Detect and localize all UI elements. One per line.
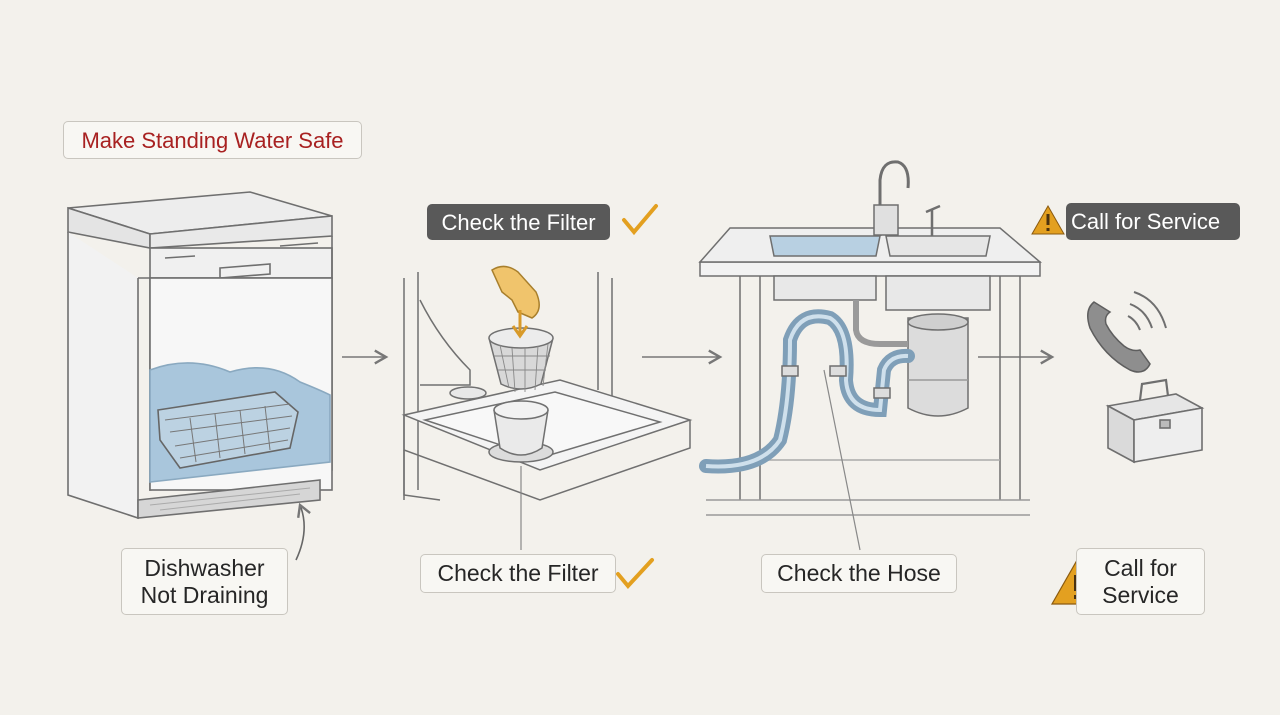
filter-illustration xyxy=(401,265,693,550)
checkmark-icon xyxy=(616,558,654,590)
check-hose-label: Check the Hose xyxy=(761,554,957,593)
label-line: Call for xyxy=(1104,554,1177,581)
service-header-badge: Call for Service xyxy=(1066,203,1240,240)
check-filter-label: Check the Filter xyxy=(420,554,616,593)
sink-hose-illustration xyxy=(698,160,1043,551)
phone-icon xyxy=(1087,291,1167,373)
checkmark-icon xyxy=(622,204,658,236)
call-for-service-label: Call for Service xyxy=(1076,548,1205,615)
toolbox-icon xyxy=(1105,378,1205,464)
label-line: Service xyxy=(1102,581,1179,608)
dishwasher-not-draining-label: Dishwasher Not Draining xyxy=(121,548,288,615)
filter-header-badge: Check the Filter xyxy=(427,204,610,240)
dishwasher-illustration xyxy=(67,191,333,561)
warning-icon xyxy=(1031,204,1065,235)
page-title: Make Standing Water Safe xyxy=(63,121,362,159)
label-line: Not Draining xyxy=(140,581,269,608)
label-line: Dishwasher xyxy=(144,554,265,581)
